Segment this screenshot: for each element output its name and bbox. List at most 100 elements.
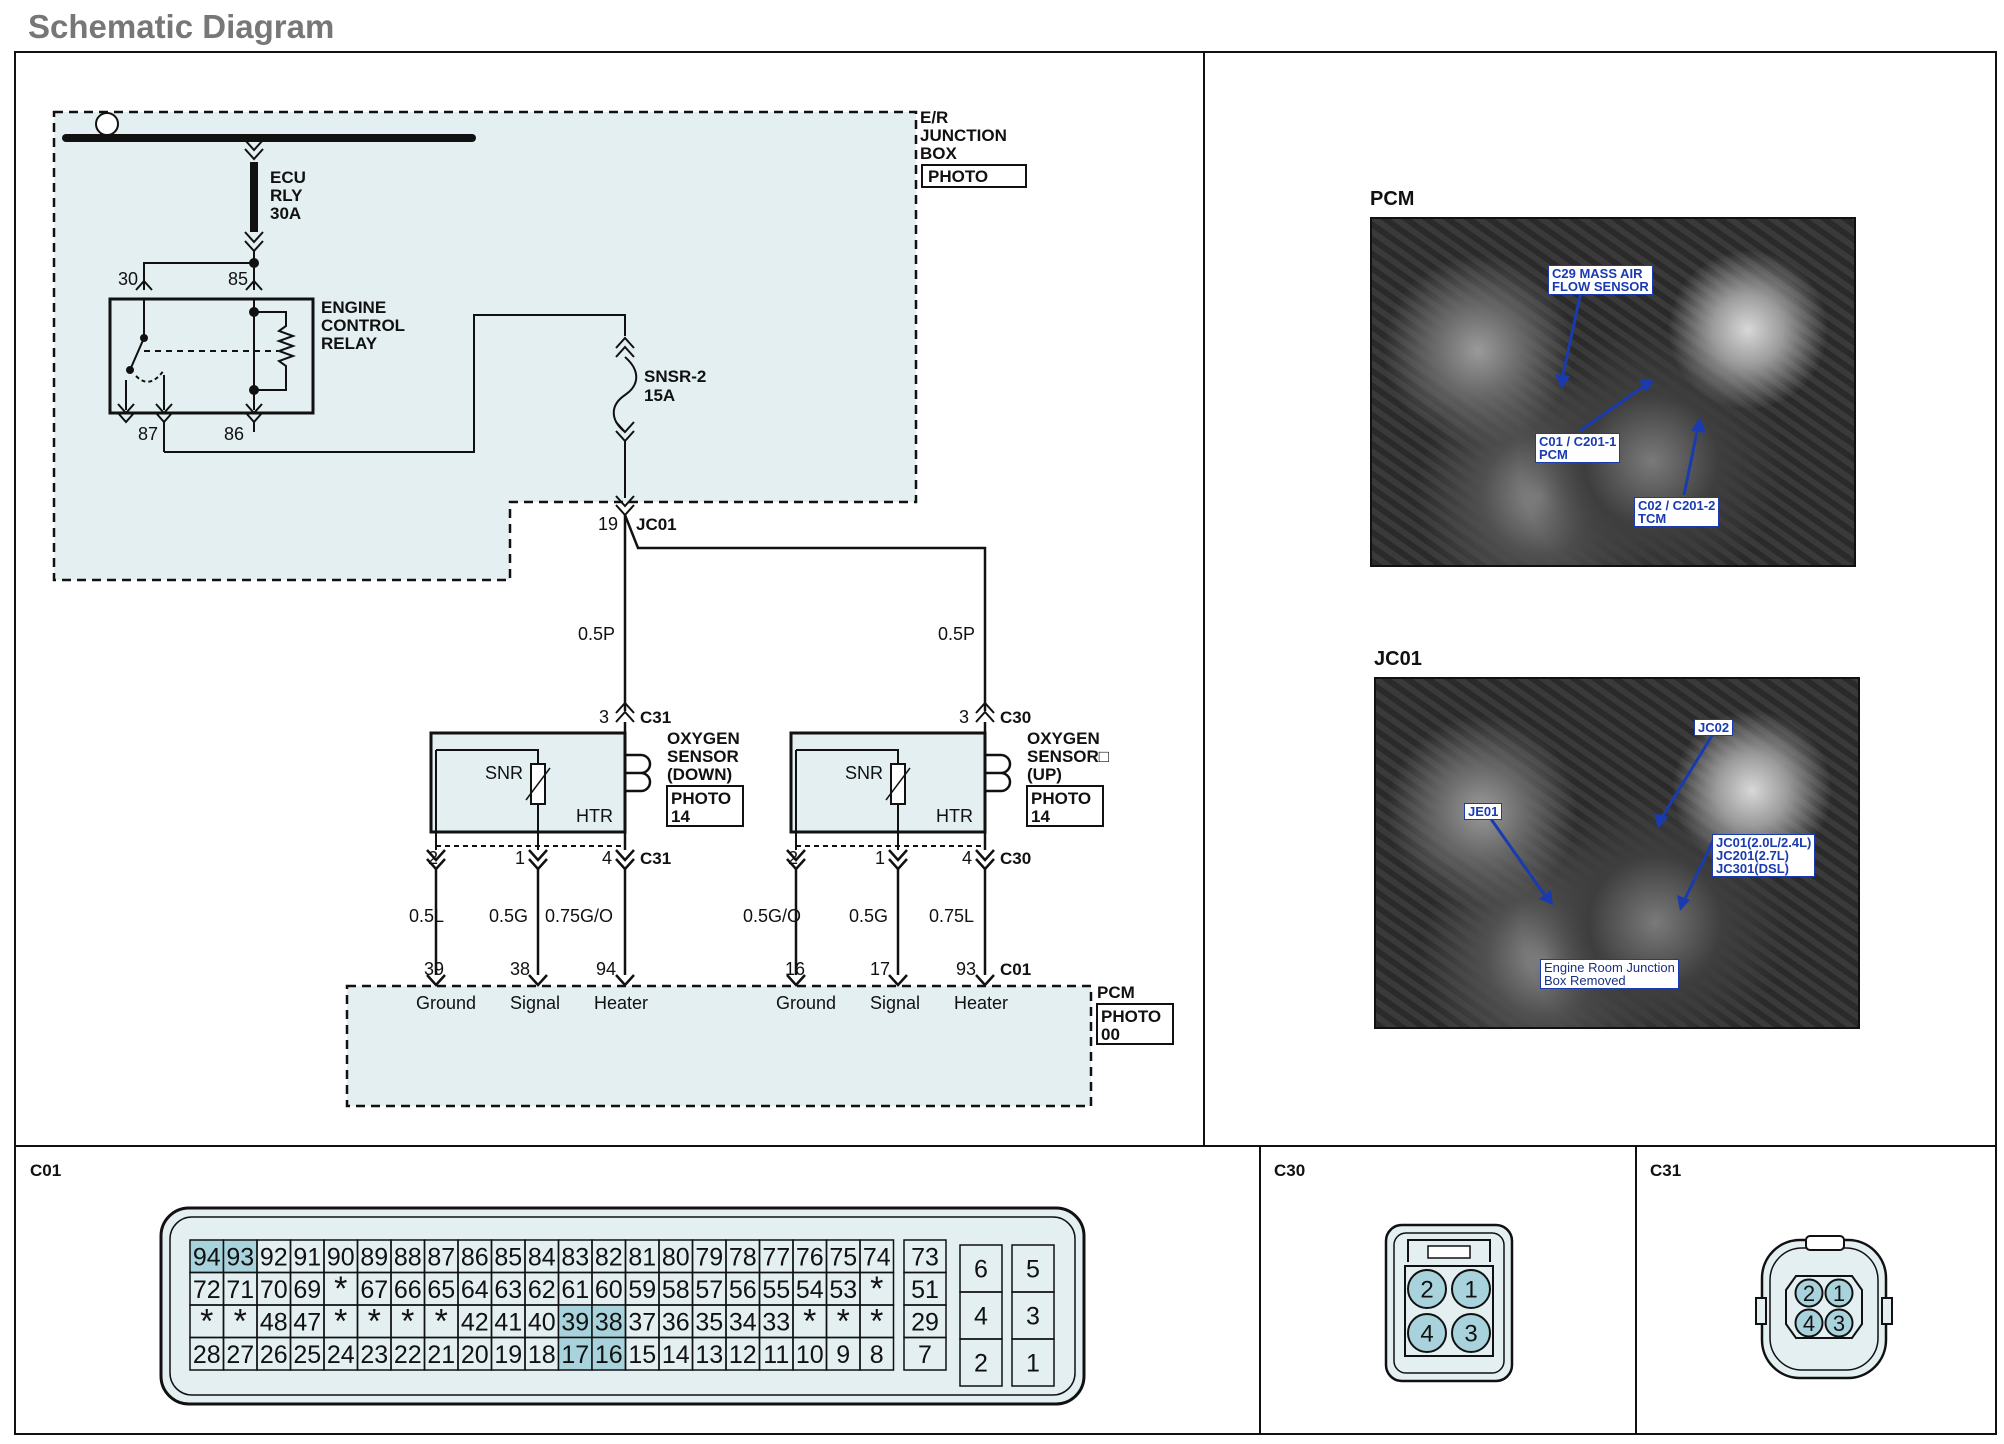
svg-text:85: 85 [494, 1243, 522, 1271]
svg-text:60: 60 [595, 1276, 623, 1304]
power-bus-bar [62, 112, 476, 142]
svg-text:94: 94 [596, 959, 616, 979]
svg-text:Signal: Signal [870, 993, 920, 1013]
svg-text:0.5P: 0.5P [578, 624, 615, 644]
svg-text:74: 74 [863, 1243, 891, 1271]
svg-text:48: 48 [260, 1308, 288, 1336]
svg-text:82: 82 [595, 1243, 623, 1271]
svg-text:4: 4 [1803, 1311, 1815, 1336]
c01-pin: 80 [658, 1239, 694, 1274]
svg-text:00: 00 [1101, 1025, 1120, 1044]
svg-text:14: 14 [1031, 807, 1050, 826]
c01-pin: 79 [691, 1239, 727, 1274]
c01-pin: 39 [557, 1304, 593, 1339]
svg-text:PCM: PCM [1097, 983, 1135, 1002]
svg-text:Ground: Ground [416, 993, 476, 1013]
svg-text:Heater: Heater [594, 993, 648, 1013]
svg-text:13: 13 [695, 1341, 723, 1369]
c01-pin: 40 [524, 1304, 560, 1339]
svg-text:77: 77 [762, 1243, 790, 1271]
c01-pin: 63 [490, 1271, 526, 1306]
svg-text:2: 2 [428, 848, 438, 868]
svg-text:62: 62 [528, 1276, 556, 1304]
c01-pin: 35 [691, 1304, 727, 1339]
c30-title: C30 [1274, 1161, 1305, 1180]
svg-text:ECU: ECU [270, 168, 306, 187]
svg-text:4: 4 [974, 1303, 988, 1331]
svg-text:SENSOR: SENSOR [667, 747, 739, 766]
svg-text:1: 1 [875, 848, 885, 868]
svg-text:29: 29 [911, 1308, 939, 1336]
c30-pin: 2 [1407, 1269, 1447, 1309]
svg-text:12: 12 [729, 1341, 757, 1369]
svg-text:39: 39 [424, 959, 444, 979]
c01-pin: 94 [189, 1239, 225, 1274]
c01-pin: 53 [825, 1271, 861, 1306]
c30-pin: 3 [1451, 1313, 1491, 1353]
svg-text:*: * [234, 1302, 247, 1340]
svg-text:*: * [837, 1302, 850, 1340]
svg-text:94: 94 [193, 1243, 221, 1271]
c01-pin: 74 [859, 1239, 895, 1274]
svg-text:25: 25 [293, 1341, 321, 1369]
c01-pin: 36 [658, 1304, 694, 1339]
svg-text:Signal: Signal [510, 993, 560, 1013]
jc01-photo-title: JC01 [1374, 648, 1422, 670]
svg-text:85: 85 [228, 269, 248, 289]
svg-text:26: 26 [260, 1341, 288, 1369]
svg-text:81: 81 [628, 1243, 656, 1271]
c30-pin: 1 [1451, 1269, 1491, 1309]
c01-pin: 58 [658, 1271, 694, 1306]
c01-pin: 81 [624, 1239, 660, 1274]
c01-pin: 61 [557, 1271, 593, 1306]
svg-text:72: 72 [193, 1276, 221, 1304]
svg-text:41: 41 [494, 1308, 522, 1336]
jc01-callout-jc02: JC02 [1694, 719, 1734, 736]
pcm-callout-maf: C29 MASS AIR FLOW SENSOR [1548, 265, 1653, 295]
svg-text:67: 67 [360, 1276, 388, 1304]
c01-pin: 11 [758, 1336, 794, 1371]
c01-pin: 70 [256, 1271, 292, 1306]
svg-text:86: 86 [224, 424, 244, 444]
outer-frame [14, 51, 1997, 1435]
svg-text:86: 86 [461, 1243, 489, 1271]
svg-text:33: 33 [762, 1308, 790, 1336]
svg-text:*: * [803, 1302, 816, 1340]
svg-text:19: 19 [598, 514, 618, 534]
svg-text:90: 90 [327, 1243, 355, 1271]
svg-text:(DOWN): (DOWN) [667, 765, 732, 784]
c01-pin: 34 [725, 1304, 761, 1339]
svg-text:SNR: SNR [485, 763, 523, 783]
c01-pin: 28 [189, 1336, 225, 1371]
snsr2-fuse-label: SNSR-2 15A [644, 367, 706, 405]
c01-pin: 21 [423, 1336, 459, 1371]
c01-pin: 47 [289, 1304, 325, 1339]
c01-pin: 18 [524, 1336, 560, 1371]
c01-pin: 91 [289, 1239, 325, 1274]
c01-pin: 56 [725, 1271, 761, 1306]
svg-text:89: 89 [360, 1243, 388, 1271]
pcm-box: 39 38 94 16 17 93 C01 Ground Signal Heat… [345, 959, 1174, 1108]
svg-text:2: 2 [788, 848, 798, 868]
svg-text:70: 70 [260, 1276, 288, 1304]
svg-text:HTR: HTR [936, 806, 973, 826]
svg-text:39: 39 [561, 1308, 589, 1336]
svg-text:*: * [368, 1302, 381, 1340]
c01-pin: 7 [903, 1336, 947, 1371]
svg-text:(UP): (UP) [1027, 765, 1062, 784]
c01-pin: 85 [490, 1239, 526, 1274]
svg-text:64: 64 [461, 1276, 489, 1304]
svg-text:22: 22 [394, 1341, 422, 1369]
svg-text:C30: C30 [1000, 849, 1031, 868]
svg-text:93: 93 [956, 959, 976, 979]
svg-text:3: 3 [599, 707, 609, 727]
svg-text:1: 1 [1026, 1350, 1040, 1378]
c01-pin: 69 [289, 1271, 325, 1306]
svg-text:3: 3 [1464, 1321, 1477, 1348]
svg-text:*: * [334, 1302, 347, 1340]
c01-pin: 86 [457, 1239, 493, 1274]
svg-text:1: 1 [1833, 1281, 1845, 1306]
c01-pin: 78 [725, 1239, 761, 1274]
svg-text:84: 84 [528, 1243, 556, 1271]
